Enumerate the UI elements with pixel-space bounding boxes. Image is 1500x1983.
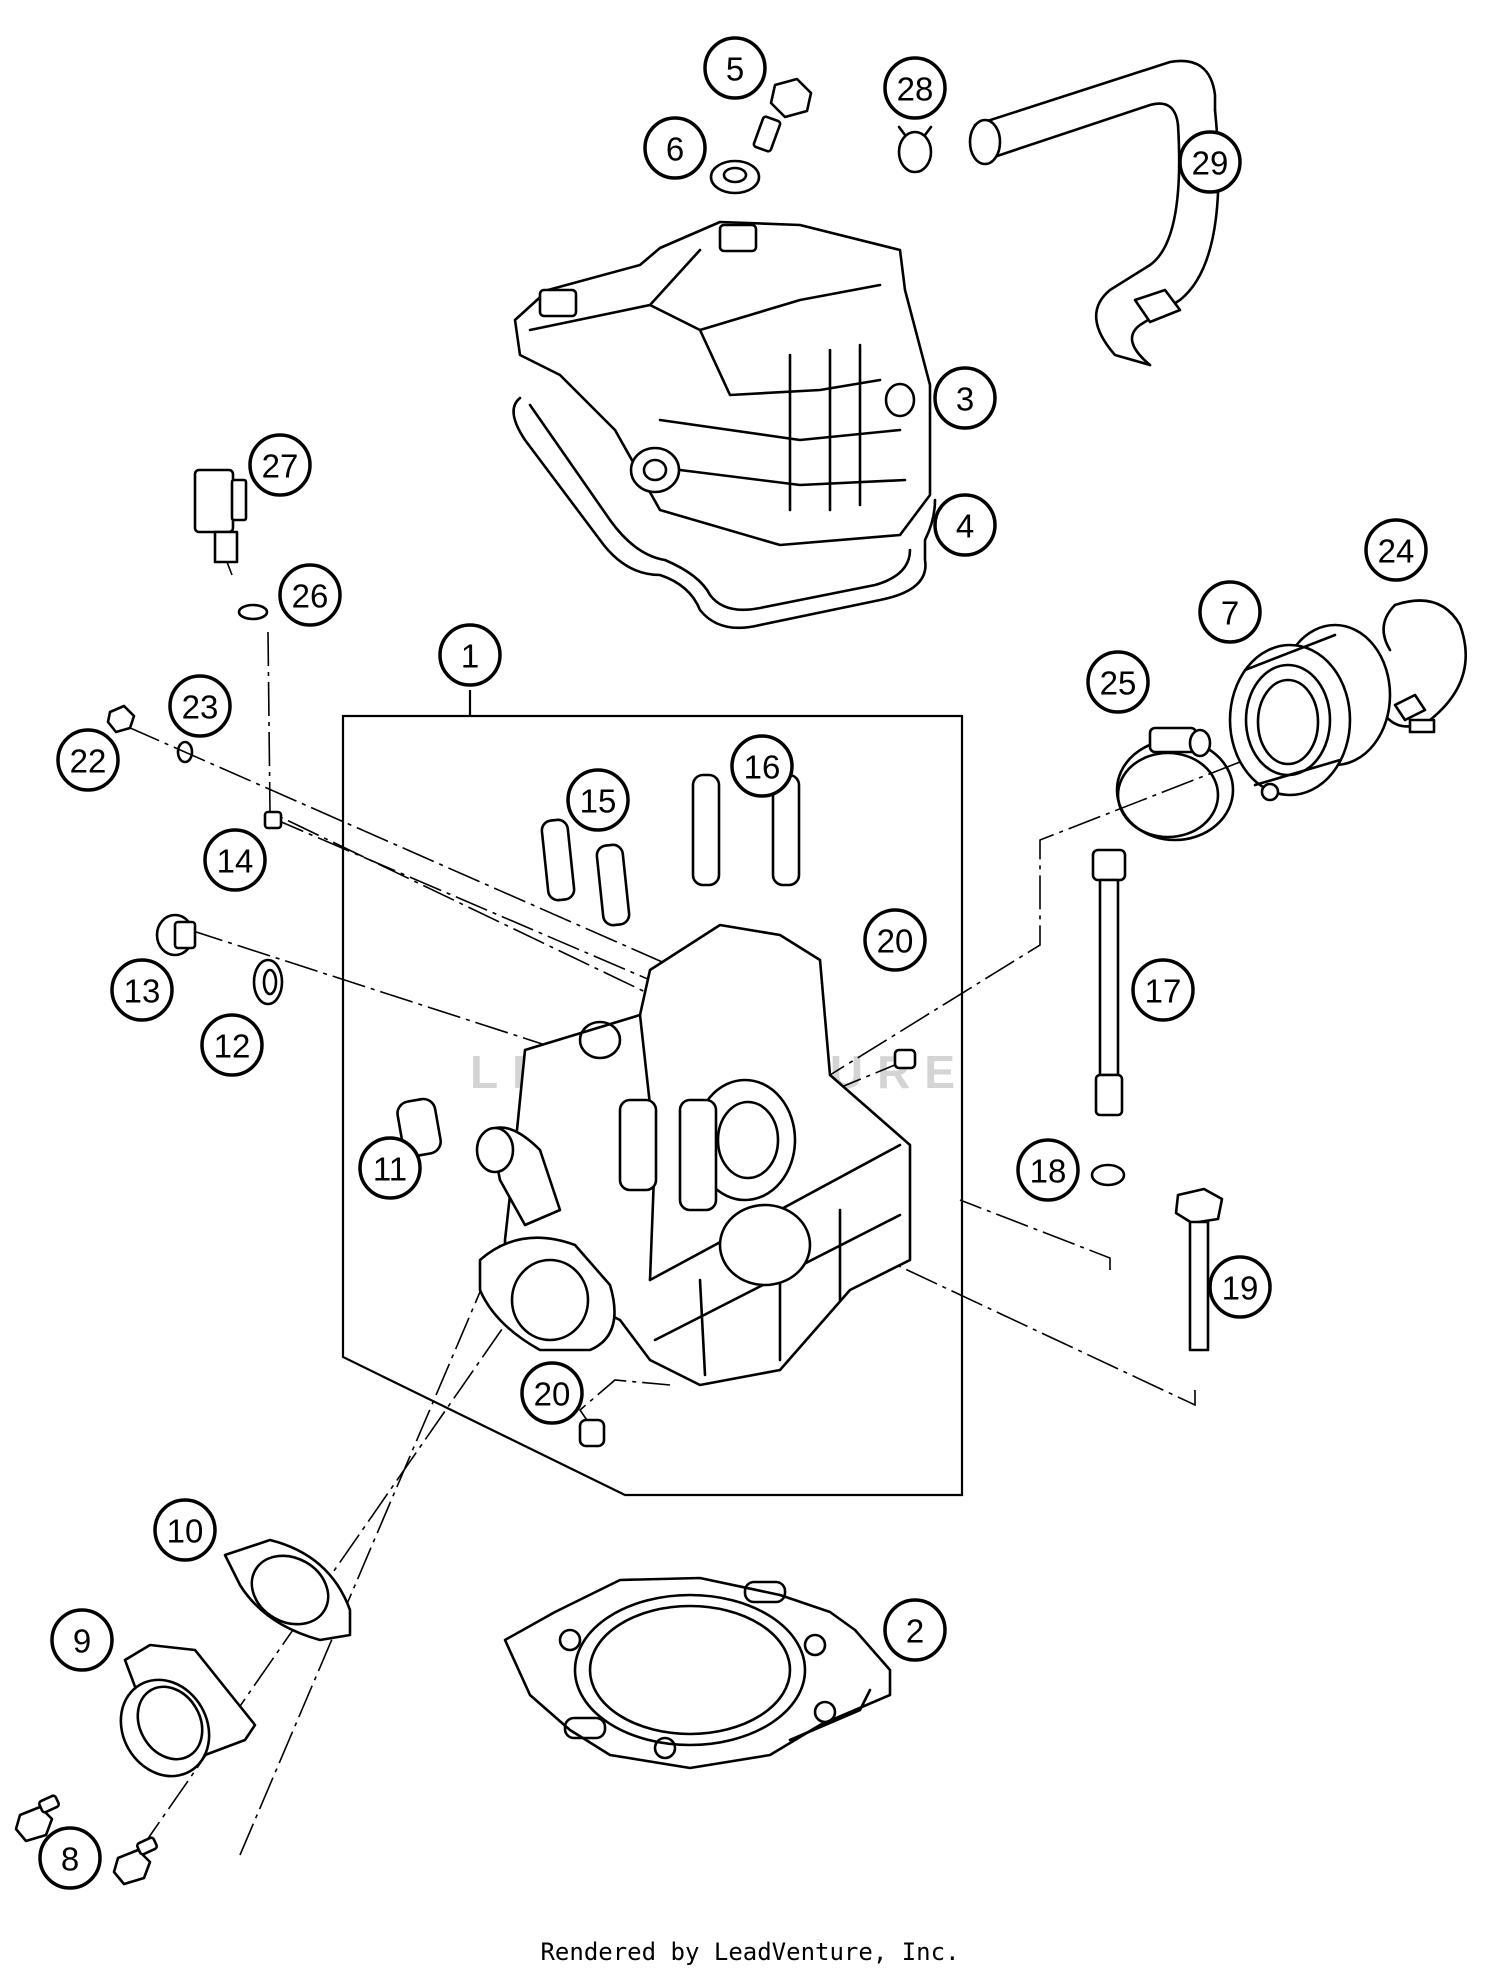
- callout-23[interactable]: 23: [168, 674, 232, 738]
- callout-label: 19: [1222, 1270, 1259, 1307]
- assembly-bracket: [341, 714, 964, 1497]
- cover-bolt: [752, 77, 813, 153]
- callout-7[interactable]: 7: [1198, 580, 1262, 644]
- callout-label: 7: [1221, 595, 1239, 632]
- plug-upper: [893, 1048, 917, 1070]
- intake-flange: [1228, 623, 1392, 802]
- callout-label: 15: [580, 783, 617, 820]
- callout-14[interactable]: 14: [203, 828, 267, 892]
- intake-gasket: [223, 1538, 352, 1642]
- clamp-band: [1382, 599, 1468, 734]
- cylinder-bolt-short: [1174, 1187, 1224, 1352]
- callout-label: 20: [534, 1376, 571, 1413]
- callout-label: 12: [214, 1028, 251, 1065]
- cover-seal: [709, 159, 761, 195]
- callout-4[interactable]: 4: [933, 493, 997, 557]
- hose-clamp: [897, 125, 933, 174]
- callout-2[interactable]: 2: [883, 1598, 947, 1662]
- snap-ring: [176, 740, 194, 764]
- callout-9[interactable]: 9: [50, 1608, 114, 1672]
- plug-screw: [263, 810, 283, 830]
- callout-label: 4: [956, 508, 974, 545]
- callout-22[interactable]: 22: [56, 728, 120, 792]
- callout-label: 29: [1192, 145, 1229, 182]
- intake-manifold: [119, 1643, 257, 1778]
- callout-label: 11: [373, 1151, 407, 1188]
- callout-3[interactable]: 3: [933, 366, 997, 430]
- callout-label: 22: [70, 743, 107, 780]
- callout-19[interactable]: 19: [1208, 1255, 1272, 1319]
- callout-label: 20: [877, 923, 914, 960]
- callout-26[interactable]: 26: [278, 563, 342, 627]
- plug-lower: [578, 1418, 606, 1448]
- callout-label: 8: [61, 1841, 79, 1878]
- callout-20b[interactable]: 20: [520, 1361, 584, 1425]
- callout-28[interactable]: 28: [883, 56, 947, 120]
- intake-clamp: [1115, 726, 1235, 842]
- callout-label: 2: [906, 1613, 924, 1650]
- callout-label: 14: [217, 843, 254, 880]
- callout-20a[interactable]: 20: [863, 908, 927, 972]
- callout-27[interactable]: 27: [248, 433, 312, 497]
- callout-18[interactable]: 18: [1016, 1138, 1080, 1202]
- callout-label: 5: [726, 51, 744, 88]
- temperature-sensor: [193, 468, 269, 621]
- callout-label: 6: [666, 131, 684, 168]
- callout-10[interactable]: 10: [153, 1498, 217, 1562]
- callout-layer: 1234567891011121314151617181920202223242…: [38, 36, 1428, 1890]
- callout-6[interactable]: 6: [643, 116, 707, 180]
- head-gasket: [503, 1576, 892, 1770]
- callout-24[interactable]: 24: [1364, 518, 1428, 582]
- dowel-sleeve: [396, 1097, 442, 1158]
- callout-11[interactable]: 11: [358, 1136, 422, 1200]
- callout-16[interactable]: 16: [730, 734, 794, 798]
- callout-label: 26: [292, 578, 329, 615]
- sealing-washer: [252, 958, 284, 1006]
- callout-label: 28: [897, 71, 934, 108]
- callout-17[interactable]: 17: [1131, 958, 1195, 1022]
- cover-gasket: [512, 396, 937, 630]
- callout-label: 1: [461, 638, 479, 675]
- callout-5[interactable]: 5: [703, 36, 767, 100]
- manifold-screws: [14, 1794, 159, 1886]
- small-screw: [106, 704, 136, 734]
- callout-1[interactable]: 1: [438, 623, 502, 687]
- callout-label: 16: [744, 749, 781, 786]
- callout-label: 17: [1145, 973, 1182, 1010]
- callout-label: 25: [1100, 665, 1137, 702]
- valve-cover: [513, 220, 932, 547]
- callout-8[interactable]: 8: [38, 1826, 102, 1890]
- callout-13[interactable]: 13: [110, 958, 174, 1022]
- callout-label: 13: [124, 973, 161, 1010]
- callout-25[interactable]: 25: [1086, 650, 1150, 714]
- valve-guides-short: [540, 818, 631, 927]
- cylinder-bolt-long: [1091, 848, 1127, 1117]
- callout-15[interactable]: 15: [566, 768, 630, 832]
- callout-label: 24: [1378, 533, 1415, 570]
- callout-12[interactable]: 12: [200, 1013, 264, 1077]
- bolt-washer: [1090, 1163, 1126, 1187]
- callout-label: 27: [262, 448, 299, 485]
- cylinder-head: [475, 923, 912, 1387]
- callout-29[interactable]: 29: [1178, 130, 1242, 194]
- breather-hose: [968, 59, 1220, 367]
- callout-label: 10: [167, 1513, 204, 1550]
- valve-guides-long: [691, 773, 801, 887]
- callout-label: 18: [1030, 1153, 1067, 1190]
- footer-credit: Rendered by LeadVenture, Inc.: [540, 1938, 960, 1966]
- callout-label: 3: [956, 381, 974, 418]
- callout-label: 23: [182, 689, 219, 726]
- screw-plug: [155, 913, 197, 957]
- callout-label: 9: [73, 1623, 91, 1660]
